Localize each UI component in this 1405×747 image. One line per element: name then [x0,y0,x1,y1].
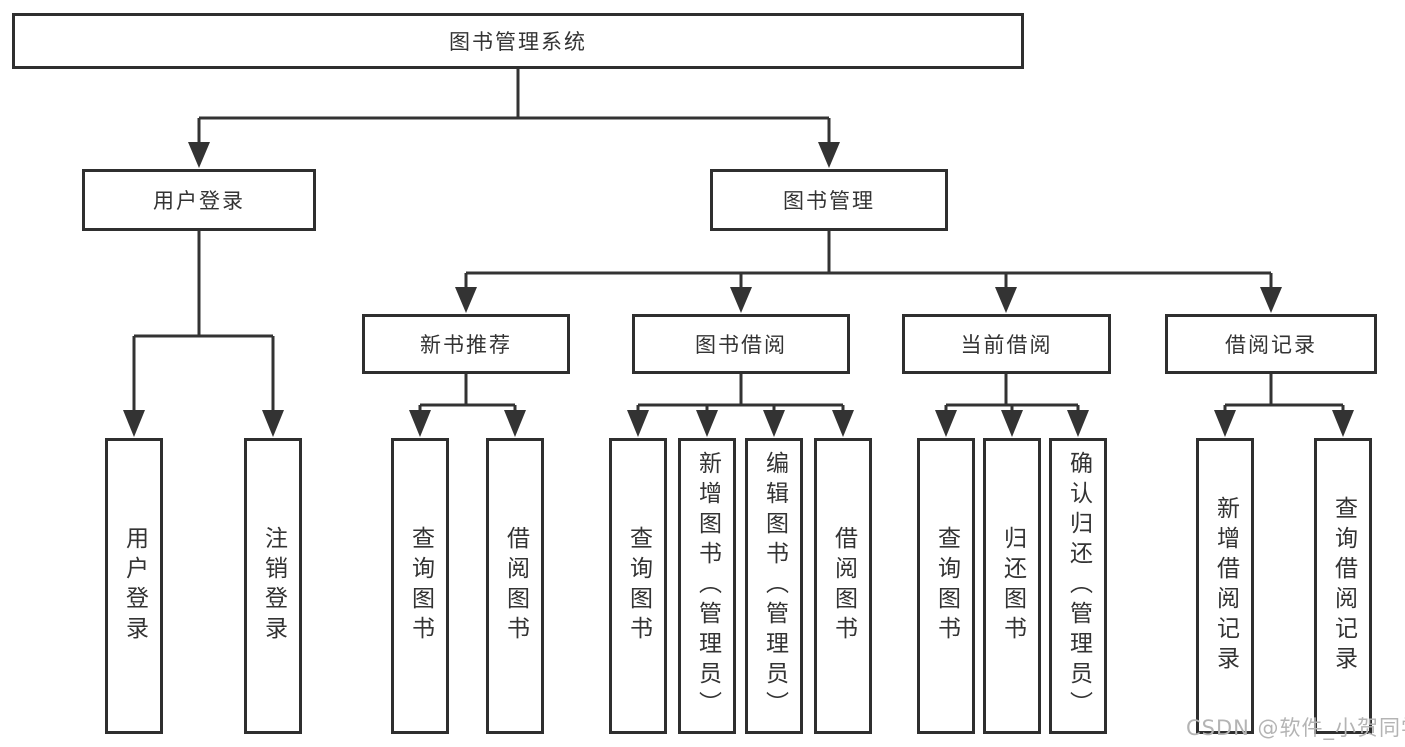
leaf-borrow-books: 借阅图书 [814,438,872,734]
node-book-borrowing: 图书借阅 [632,314,850,374]
connector-borrowrec-to-leaves [1214,374,1354,437]
node-current-borrowing: 当前借阅 [902,314,1111,374]
connector-curborrow-to-leaves [935,374,1089,437]
node-borrowing-records: 借阅记录 [1165,314,1377,374]
connector-bookborrow-to-leaves [627,374,854,437]
leaf-borrow-books-recommend: 借阅图书 [486,438,544,734]
leaf-add-borrow-record: 新增借阅记录 [1196,438,1254,734]
leaf-logout: 注销登录 [244,438,302,734]
csdn-watermark: CSDN @软件_小贺同学 [1186,716,1405,740]
node-book-management: 图书管理 [710,169,948,231]
leaf-query-books-current: 查询图书 [917,438,975,734]
leaf-edit-books-admin: 编辑图书（管理员） [745,438,803,734]
connector-bookmgmt-to-level3 [455,231,1282,313]
connector-newbook-to-leaves [409,374,526,437]
leaf-add-books-admin: 新增图书（管理员） [678,438,736,734]
leaf-user-login: 用户登录 [105,438,163,734]
leaf-query-books-borrow: 查询图书 [609,438,667,734]
node-user-login: 用户登录 [82,169,316,231]
leaf-query-books-recommend: 查询图书 [391,438,449,734]
connector-userlogin-to-leaves [123,231,284,437]
leaf-return-books: 归还图书 [983,438,1041,734]
node-library-management-system: 图书管理系统 [12,13,1024,69]
node-new-book-recommend: 新书推荐 [362,314,570,374]
leaf-query-borrow-record: 查询借阅记录 [1314,438,1372,734]
leaf-confirm-return-admin: 确认归还（管理员） [1049,438,1107,734]
connector-root-to-level2 [188,69,840,168]
